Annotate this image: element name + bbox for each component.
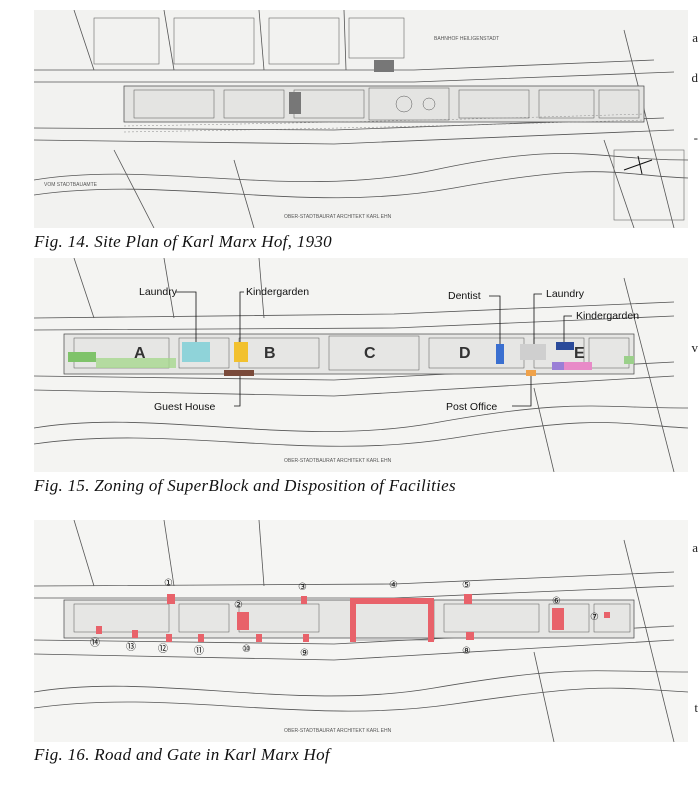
- gate-3: ③: [298, 582, 307, 593]
- zone-green: [68, 352, 96, 362]
- block-a: A: [134, 345, 146, 362]
- gate-2: ②: [234, 600, 243, 611]
- edge-char-4: v: [691, 340, 699, 355]
- edge-char-1: a: [692, 30, 698, 45]
- figure-16-roads-gates: ① ② ③ ④ ⑤ ⑥ ⑦ ⑧ ⑨ ⑩ ⑪ ⑫ ⑬ ⑭ OBER-STADTBA…: [34, 520, 688, 742]
- dentist-label: Dentist: [448, 290, 481, 302]
- figure-14-caption: Fig. 14. Site Plan of Karl Marx Hof, 193…: [34, 232, 332, 251]
- zone-guest-house: [224, 370, 254, 376]
- block-c: C: [364, 345, 376, 362]
- gate-1: ①: [164, 578, 173, 589]
- gate-6: ⑥: [552, 596, 561, 607]
- post-office-label: Post Office: [446, 401, 497, 413]
- figure-15-caption: Fig. 15. Zoning of SuperBlock and Dispos…: [34, 476, 456, 495]
- gate-markers: [96, 594, 610, 642]
- edge-char-6: t: [694, 700, 698, 715]
- architect-label: OBER-STADTBAURAT ARCHITEKT KARL EHN: [284, 214, 392, 220]
- zoning-drawing: A B C D E Laundry Kindergarden Guest Hou…: [34, 258, 688, 472]
- zone-kindergarden: [234, 342, 248, 362]
- gate-10: ⑩: [242, 644, 251, 655]
- zone-post-office: [526, 370, 536, 376]
- kindergarden-left-label: Kindergarden: [246, 286, 309, 298]
- figure-14-site-plan: BAHNHOF HEILIGENSTADT VOM STADTBAUAMTE O…: [33, 9, 689, 229]
- gate-4: ④: [389, 580, 398, 591]
- block-b: B: [264, 345, 276, 362]
- zone-green-strip: [96, 358, 176, 368]
- zone-green-right: [624, 356, 634, 364]
- zone-purple: [552, 362, 564, 370]
- block-e: E: [574, 345, 585, 362]
- north-arrow-icon: [623, 155, 653, 175]
- site-plan-drawing: BAHNHOF HEILIGENSTADT VOM STADTBAUAMTE O…: [33, 9, 689, 229]
- laundry-right-label: Laundry: [546, 288, 585, 300]
- gate-9: ⑨: [300, 648, 309, 659]
- guest-house-label: Guest House: [154, 401, 215, 413]
- gate-14: ⑭: [90, 637, 100, 649]
- architect-label-3: OBER-STADTBAURAT ARCHITEKT KARL EHN: [284, 728, 392, 734]
- station-label: BAHNHOF HEILIGENSTADT: [434, 36, 499, 42]
- gate-5: ⑤: [462, 580, 471, 591]
- figure-15-zoning: A B C D E Laundry Kindergarden Guest Hou…: [34, 258, 688, 472]
- block-d: D: [459, 345, 471, 362]
- edge-char-2: d: [691, 70, 699, 85]
- gate-12: ⑫: [158, 643, 168, 655]
- zone-laundry: [182, 342, 210, 362]
- gate-8: ⑧: [462, 646, 471, 657]
- gate-11: ⑪: [194, 645, 204, 657]
- zone-pink: [564, 362, 592, 370]
- gate-7: ⑦: [590, 612, 599, 623]
- gate-13: ⑬: [126, 641, 136, 653]
- zone-laundry-right: [520, 344, 546, 360]
- authority-label: VOM STADTBAUAMTE: [44, 182, 98, 188]
- gates-drawing: ① ② ③ ④ ⑤ ⑥ ⑦ ⑧ ⑨ ⑩ ⑪ ⑫ ⑬ ⑭ OBER-STADTBA…: [34, 520, 688, 742]
- figure-16-caption: Fig. 16. Road and Gate in Karl Marx Hof: [34, 745, 330, 764]
- zone-kindergarden-right: [556, 342, 574, 350]
- zone-dentist: [496, 344, 504, 364]
- edge-char-3: -: [693, 130, 698, 145]
- architect-label-2: OBER-STADTBAURAT ARCHITEKT KARL EHN: [284, 458, 392, 464]
- kindergarden-right-label: Kindergarden: [576, 310, 639, 322]
- laundry-left-label: Laundry: [139, 286, 178, 298]
- edge-char-5: a: [692, 540, 698, 555]
